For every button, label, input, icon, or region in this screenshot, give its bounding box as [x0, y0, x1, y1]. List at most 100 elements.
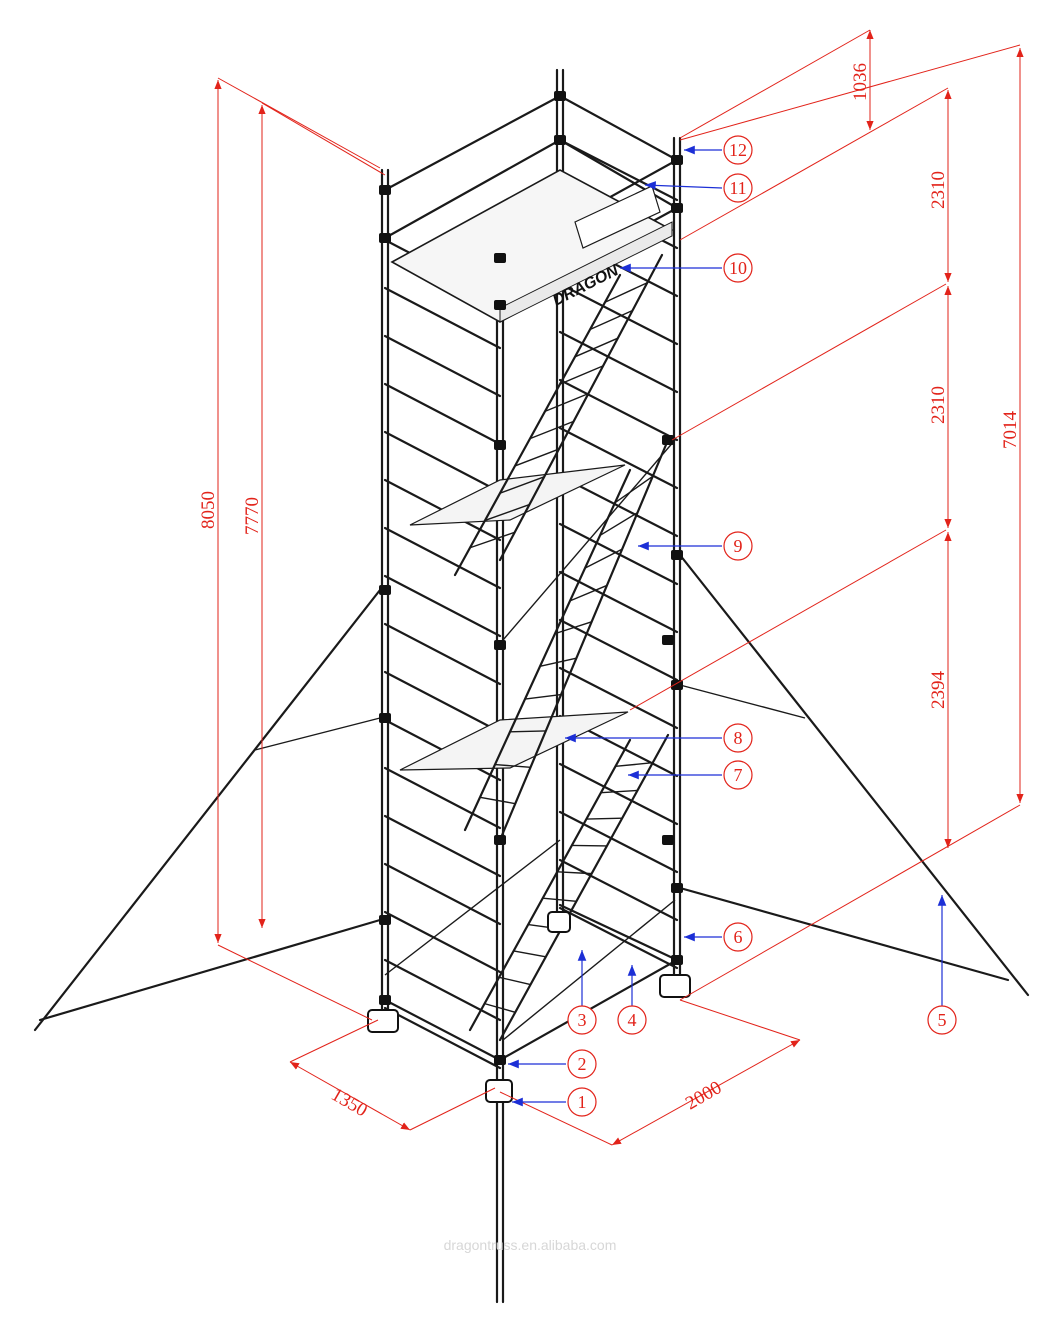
callout-label-12: 12: [729, 140, 747, 160]
outrigger-right-lower: [678, 886, 1010, 982]
left-rung: [383, 526, 502, 590]
clamp: [494, 253, 506, 263]
dim-stair-section-3: 2394: [928, 671, 949, 710]
ext-bottom-right: [679, 804, 1021, 1001]
clamp: [494, 640, 506, 650]
stair-tread: [584, 548, 623, 569]
stair-tread: [574, 337, 619, 358]
left-rung: [383, 766, 502, 830]
scaffold-frame: DRAGON: [33, 68, 1030, 1304]
callout-12: [723, 135, 753, 165]
stair-tread: [554, 621, 592, 635]
left-rung: [383, 574, 502, 638]
outrigger-left-strut: [254, 717, 381, 751]
ext-1350-right: [409, 1087, 496, 1131]
stair-tread: [484, 1002, 516, 1013]
left-rung: [383, 670, 502, 734]
watermark: dragontruss.en.alibaba.com: [444, 1237, 617, 1253]
stair-2-stringer-b: [463, 468, 632, 832]
left-rung: [383, 286, 502, 350]
dimension-lines: 8050 7770 1036 2310 2310 2394 7014 1350 …: [198, 29, 1024, 1146]
castor-front-right: [659, 974, 691, 998]
dim-line-1350: [289, 1061, 411, 1131]
callout-label-1: 1: [578, 1092, 587, 1112]
left-rung: [383, 910, 502, 974]
clamp: [671, 203, 683, 213]
stair-1-stringer-a: [498, 733, 670, 1042]
intermediate-platform-upper: [409, 464, 626, 526]
left-rung: [383, 334, 502, 398]
stair-tread: [600, 789, 638, 794]
callout-8: [723, 723, 753, 753]
clamp: [671, 155, 683, 165]
callout-label-3: 3: [578, 1010, 587, 1030]
callout-label-8: 8: [734, 728, 743, 748]
castor-front-left: [485, 1079, 513, 1103]
outrigger-left-lower: [38, 918, 382, 1022]
stair-tread: [544, 392, 589, 413]
left-rung: [383, 430, 502, 494]
stair-tread: [484, 503, 530, 522]
outrigger-left-upper: [33, 588, 382, 1032]
left-rung: [383, 814, 502, 878]
clamp: [494, 1055, 506, 1065]
left-rung: [383, 958, 502, 1022]
clamp: [379, 995, 391, 1005]
callout-label-10: 10: [729, 258, 747, 278]
base-rail-left: [383, 998, 502, 1062]
right-rung: [558, 282, 679, 346]
stair-tread: [599, 512, 638, 537]
clamp: [494, 300, 506, 310]
diagonal-brace-3: [384, 839, 561, 976]
top-rail-back: [383, 94, 562, 192]
top-rail-right-2: [558, 138, 679, 210]
right-frame-rungs: [558, 138, 679, 970]
dim-platform-height: 7770: [242, 497, 263, 535]
stair-tread: [479, 796, 516, 805]
clamps: [379, 91, 683, 1065]
stair-tread: [498, 976, 531, 986]
callout-label-5: 5: [938, 1010, 947, 1030]
callout-9: [723, 531, 753, 561]
leader-11: [644, 181, 723, 190]
clamp: [662, 435, 674, 445]
ext-1350-left: [289, 1019, 379, 1063]
stair-tread: [542, 897, 577, 903]
ext-8050-top: [217, 77, 381, 169]
stair-tread: [557, 871, 592, 875]
callout-1: [567, 1087, 597, 1117]
stair-tread: [589, 309, 633, 331]
stair-tread: [615, 762, 653, 768]
stair-tread: [509, 730, 546, 733]
stair-3-stringer-b: [453, 273, 622, 577]
stair-3-stringer-a: [498, 253, 664, 562]
stair-tread: [604, 282, 648, 303]
stair-treads: [469, 282, 654, 1013]
clamp: [379, 233, 391, 243]
ext-2394-top: [629, 529, 947, 711]
stair-tread: [539, 657, 577, 668]
clamp: [671, 680, 683, 690]
stair-tread: [559, 365, 604, 385]
stair-tread: [469, 531, 515, 549]
clamp: [671, 955, 683, 965]
clamp: [662, 835, 674, 845]
stair-tread: [614, 475, 654, 504]
callout-label-9: 9: [734, 536, 743, 556]
outrigger-right-upper: [678, 553, 1030, 997]
callout-label-6: 6: [734, 927, 743, 947]
callout-label-4: 4: [628, 1010, 637, 1030]
stair-tread: [569, 584, 608, 602]
left-rung: [383, 382, 502, 446]
dim-stair-section-2: 2310: [928, 386, 949, 424]
stair-tread: [514, 448, 560, 467]
stair-tread: [529, 420, 574, 440]
right-rung: [558, 810, 679, 874]
right-rung: [558, 426, 679, 490]
clamp: [379, 185, 391, 195]
ext-2000-right: [679, 999, 801, 1041]
callout-6: [723, 922, 753, 952]
ext-2310-b-top: [671, 283, 947, 441]
left-rung: [383, 1006, 502, 1070]
clamp: [671, 550, 683, 560]
